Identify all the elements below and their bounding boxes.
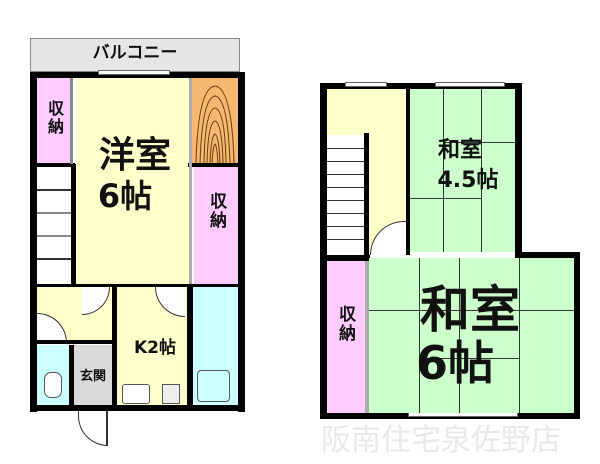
japanese-room-small-name: 和室	[437, 138, 482, 163]
wood-closet	[192, 78, 238, 163]
watermark: 阪南住宅泉佐野店	[321, 423, 561, 458]
balcony-label: バルコニー	[92, 43, 178, 63]
stairs-floor1	[37, 167, 71, 284]
entrance-label: 玄関	[79, 369, 106, 384]
toilet-icon	[44, 372, 62, 398]
japanese-room-large-size: 6帖	[415, 336, 494, 390]
storage-right	[194, 167, 238, 284]
wood-grain-icon	[195, 85, 235, 163]
entrance-door[interactable]	[78, 411, 108, 446]
storage-floor2-label: 収納	[335, 305, 355, 343]
kitchen-label: K2帖	[133, 338, 176, 358]
storage-left-label: 収納	[45, 100, 64, 136]
western-room-name: 洋室	[98, 135, 171, 176]
japanese-room-large-name: 和室	[420, 281, 520, 339]
stairs-floor2	[327, 135, 365, 252]
sink-icon	[122, 384, 150, 404]
japanese-room-4-5	[410, 89, 515, 252]
japanese-room-small-size: 4.5帖	[437, 168, 499, 193]
entrance	[74, 345, 112, 405]
bathtub-icon	[197, 370, 230, 402]
western-room	[76, 78, 192, 284]
japanese-room-6	[369, 258, 574, 413]
storage-floor2	[327, 261, 365, 413]
storage-right-label: 収納	[206, 192, 226, 230]
western-room-size: 6帖	[97, 177, 153, 215]
balcony	[30, 38, 240, 72]
storage-left	[37, 78, 70, 164]
stove-icon	[162, 384, 180, 404]
